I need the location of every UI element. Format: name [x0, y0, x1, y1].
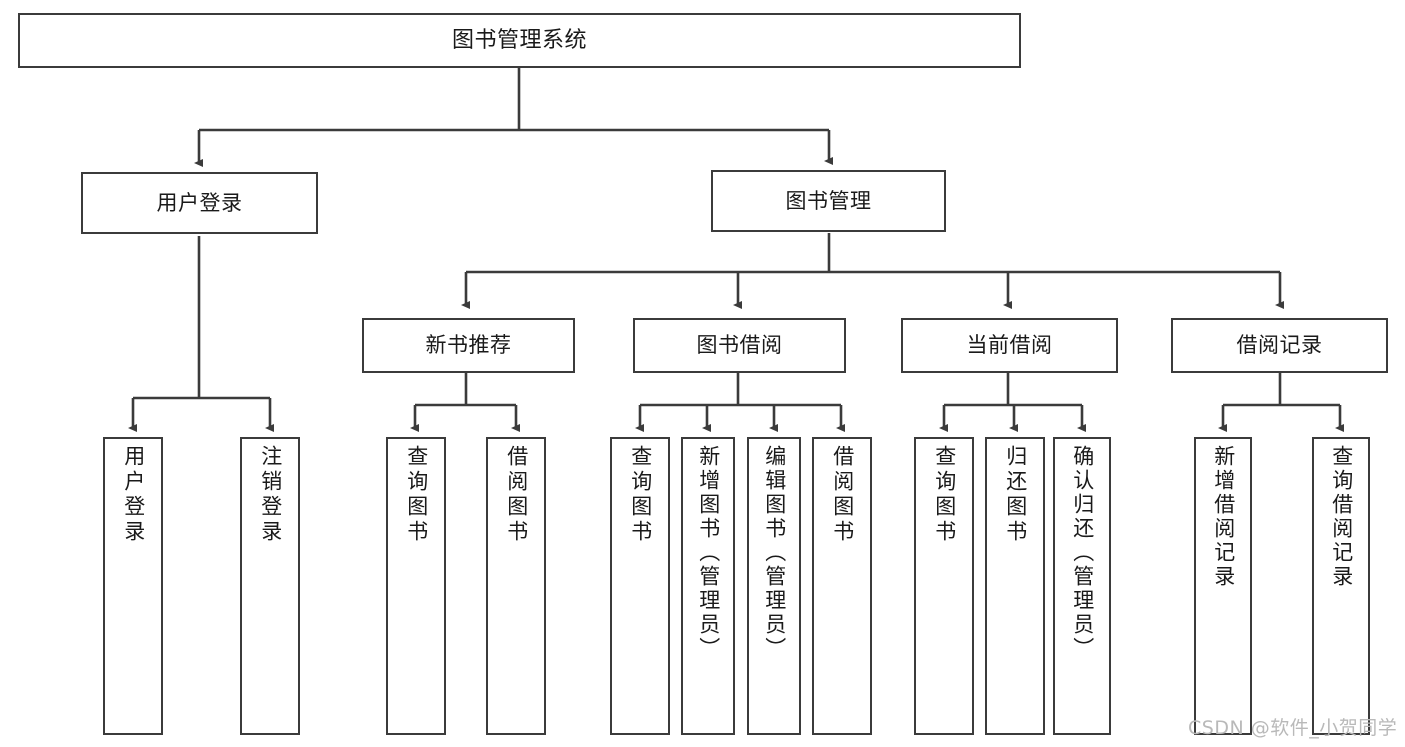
- leaf-add-book-admin[interactable]: 新增图书（管理员）: [681, 437, 735, 735]
- node-label: 新增借阅记录: [1211, 445, 1236, 589]
- node-label: 查询图书: [932, 445, 957, 545]
- node-book-management[interactable]: 图书管理: [711, 170, 946, 232]
- leaf-logout[interactable]: 注销登录: [240, 437, 300, 735]
- node-label: 查询图书: [404, 445, 429, 545]
- node-label: 用户登录: [121, 445, 146, 545]
- node-current-borrow[interactable]: 当前借阅: [901, 318, 1118, 373]
- node-label: 借阅图书: [504, 445, 529, 545]
- node-label: 查询借阅记录: [1329, 445, 1354, 589]
- node-label: 图书管理: [785, 188, 872, 213]
- node-label: 图书借阅: [696, 333, 783, 357]
- node-label: 新书推荐: [425, 333, 512, 357]
- leaf-add-borrow-record[interactable]: 新增借阅记录: [1194, 437, 1252, 735]
- leaf-return-book[interactable]: 归还图书: [985, 437, 1045, 735]
- node-borrow-records[interactable]: 借阅记录: [1171, 318, 1388, 373]
- node-label: 借阅记录: [1236, 333, 1323, 357]
- node-root-system[interactable]: 图书管理系统: [18, 13, 1021, 68]
- leaf-query-book-recommend[interactable]: 查询图书: [386, 437, 446, 735]
- leaf-borrow-book[interactable]: 借阅图书: [812, 437, 872, 735]
- leaf-confirm-return-admin[interactable]: 确认归还（管理员）: [1053, 437, 1111, 735]
- node-label: 用户登录: [156, 190, 243, 215]
- node-new-book-recommend[interactable]: 新书推荐: [362, 318, 575, 373]
- node-label: 当前借阅: [966, 333, 1053, 357]
- csdn-watermark: CSDN @软件_小贺同学: [1188, 717, 1398, 739]
- leaf-query-book-current[interactable]: 查询图书: [914, 437, 974, 735]
- leaf-borrow-book-recommend[interactable]: 借阅图书: [486, 437, 546, 735]
- leaf-query-book-borrow[interactable]: 查询图书: [610, 437, 670, 735]
- leaf-edit-book-admin[interactable]: 编辑图书（管理员）: [747, 437, 801, 735]
- node-label: 借阅图书: [830, 445, 855, 545]
- node-label: 图书管理系统: [451, 27, 587, 53]
- node-label: 确认归还（管理员）: [1070, 445, 1095, 661]
- node-book-borrow[interactable]: 图书借阅: [633, 318, 846, 373]
- leaf-user-login[interactable]: 用户登录: [103, 437, 163, 735]
- leaf-query-borrow-record[interactable]: 查询借阅记录: [1312, 437, 1370, 735]
- node-user-login[interactable]: 用户登录: [81, 172, 318, 234]
- node-label: 查询图书: [628, 445, 653, 545]
- node-label: 注销登录: [258, 445, 283, 545]
- node-label: 编辑图书（管理员）: [762, 445, 787, 661]
- node-label: 归还图书: [1003, 445, 1028, 545]
- node-label: 新增图书（管理员）: [696, 445, 721, 661]
